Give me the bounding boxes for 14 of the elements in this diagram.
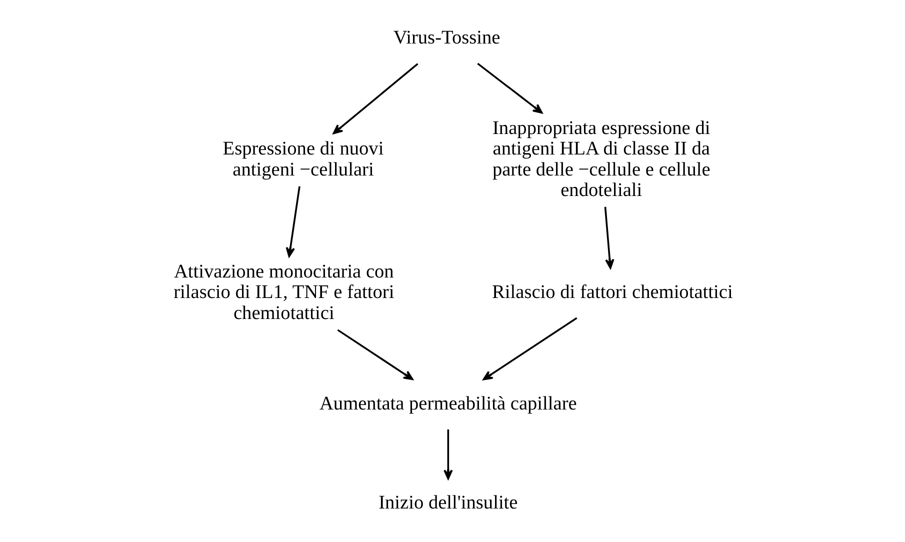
arrow [443,429,452,480]
node-text: Aumentata permeabilità capillare [318,393,576,414]
node-text: Virus-Tossine [392,28,500,49]
node-text: Attivazione monocitaria con rilascio di IL1, TNF e fattori chemiotattici [173,261,394,324]
node-text: Inappropriata espressione di antigeni HLA di classe II da parte delle −cellule e cellule endoteliali [492,118,710,202]
node-text: Espressione di nuovi antigeni −cellulari [222,138,384,180]
arrow [332,63,418,134]
arrow [604,206,614,269]
node-text: Rilascio di fattori chemiotattici [492,282,732,304]
arrow [482,317,577,380]
arrow [336,329,413,380]
arrow [285,186,300,258]
node-text: Inizio dell'insulite [378,492,518,514]
arrow [476,62,542,114]
